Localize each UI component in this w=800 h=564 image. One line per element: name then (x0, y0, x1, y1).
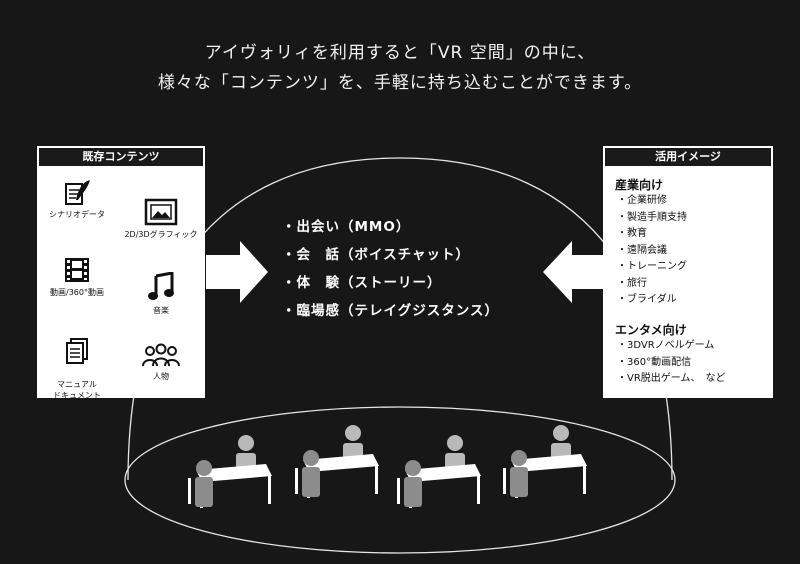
front-person-head (196, 460, 212, 476)
table-leg (503, 468, 506, 494)
front-person-head (405, 460, 421, 476)
vr-feature-list: 出会い（MMO） 会 話（ボイスチャット） 体 験（ストーリー） 臨場感（テレイ… (282, 213, 499, 325)
table-top (511, 454, 587, 472)
people-at-tables (188, 425, 587, 508)
usage-item: 製造手順支持 (617, 210, 687, 227)
usage-item: 360°動画配信 (617, 355, 726, 372)
feature-item: 体 験（ストーリー） (282, 269, 499, 297)
usage-item: 旅行 (617, 276, 687, 293)
existing-contents-title: 既存コンテンツ (39, 148, 203, 166)
usage-item: 3DVRノベルゲーム (617, 338, 726, 355)
arrow-left-icon (543, 241, 604, 303)
back-person-head (553, 425, 569, 441)
headline-line-2: 様々な「コンテンツ」を、手軽に持ち込むことができます。 (157, 73, 643, 93)
table-leg (477, 474, 480, 504)
content-item-video: 動画/360°動画 (37, 256, 117, 298)
picture-frame-icon (144, 198, 178, 226)
content-label-video: 動画/360°動画 (50, 288, 104, 297)
table-leg (375, 464, 378, 494)
usage-list-industry: 企業研修 製造手順支持 教育 遠隔会議 トレーニング 旅行 ブライダル (617, 193, 687, 309)
front-person-head (511, 450, 527, 466)
content-label-graphic: 2D/3Dグラフィック (124, 230, 198, 239)
existing-contents-panel: 既存コンテンツ シナリオデータ 2D/3Dグラフィック 動画/360°動画 (37, 146, 205, 401)
content-item-scenario: シナリオデータ (37, 178, 117, 220)
feature-item: 臨場感（テレイグジスタンス） (282, 297, 499, 325)
usage-item: VR脱出ゲーム、 など (617, 371, 726, 388)
front-person-head (303, 450, 319, 466)
content-item-people: 人物 (121, 342, 201, 382)
back-person-head (345, 425, 361, 441)
usage-item: 教育 (617, 226, 687, 243)
back-person-head (447, 435, 463, 451)
arrow-right-icon (206, 241, 268, 303)
usage-item: 遠隔会議 (617, 243, 687, 260)
people-table-group (188, 435, 272, 508)
film-strip-icon (65, 258, 89, 282)
usage-item: トレーニング (617, 259, 687, 276)
usage-images-panel: 活用イメージ 産業向け 企業研修 製造手順支持 教育 遠隔会議 トレーニング 旅… (603, 146, 773, 398)
content-label-music: 音楽 (153, 306, 169, 315)
people-table-group (397, 435, 481, 508)
content-label-people: 人物 (153, 372, 169, 381)
content-item-graphic: 2D/3Dグラフィック (121, 198, 201, 240)
people-table-group (295, 425, 379, 498)
content-label-manual: マニュアル ドキュメント (53, 380, 101, 400)
content-label-scenario: シナリオデータ (49, 210, 105, 219)
music-note-icon (148, 272, 174, 300)
table-leg (268, 474, 271, 504)
vr-floor-ellipse (124, 406, 676, 554)
table-leg (397, 478, 400, 504)
feature-item: 会 話（ボイスチャット） (282, 241, 499, 269)
usage-list-entertainment: 3DVRノベルゲーム 360°動画配信 VR脱出ゲーム、 など (617, 338, 726, 388)
feature-item: 出会い（MMO） (282, 213, 499, 241)
table-top (303, 454, 379, 472)
front-person-body (195, 477, 213, 507)
usage-item: 企業研修 (617, 193, 687, 210)
people-table-group (503, 425, 587, 498)
people-group-icon (142, 343, 180, 367)
document-stack-icon (66, 338, 88, 364)
usage-item: ブライダル (617, 292, 687, 309)
back-person-head (238, 435, 254, 451)
front-person-body (302, 467, 320, 497)
usage-group-industry-title: 産業向け (615, 178, 664, 192)
table-top (405, 464, 481, 482)
front-person-body (404, 477, 422, 507)
headline-line-1: アイヴォリィを利用すると「VR 空間」の中に、 (204, 43, 596, 63)
table-leg (188, 478, 191, 504)
content-item-music: 音楽 (121, 272, 201, 316)
front-person-body (510, 467, 528, 497)
table-leg (583, 464, 586, 494)
table-top (196, 464, 272, 482)
table-leg (295, 468, 298, 494)
usage-images-title: 活用イメージ (605, 148, 771, 166)
scenario-feather-icon (65, 180, 90, 205)
content-item-manual: マニュアル ドキュメント (37, 326, 117, 401)
usage-group-entertainment-title: エンタメ向け (615, 323, 687, 337)
